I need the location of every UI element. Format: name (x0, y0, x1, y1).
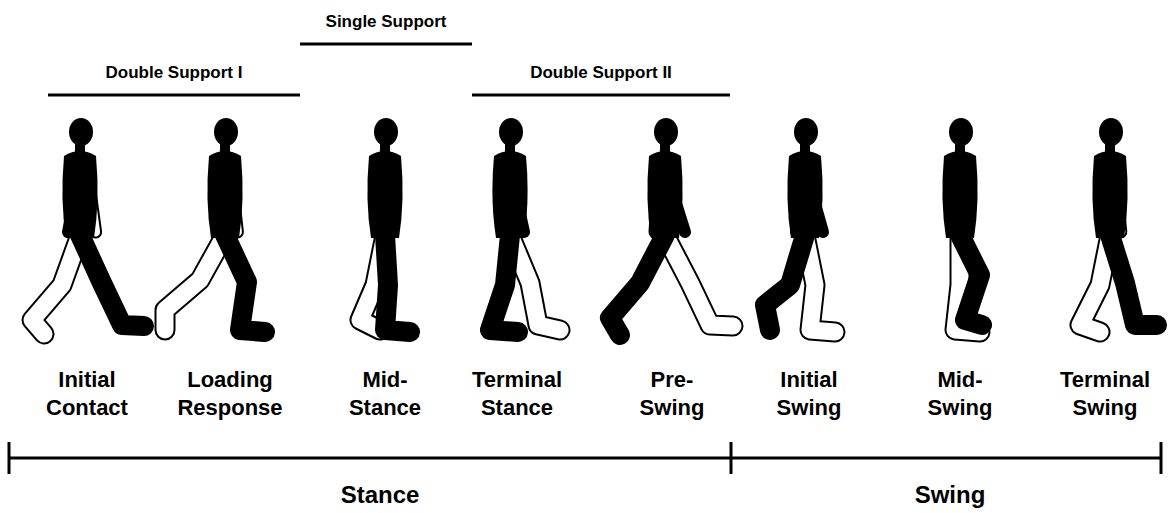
head (499, 118, 523, 146)
phase-label: Mid- Swing (928, 366, 993, 422)
torso (787, 151, 822, 238)
head (1099, 118, 1123, 146)
phase-label: Loading Response (177, 366, 282, 422)
near-leg (225, 235, 265, 332)
phase-label: Initial Swing (777, 366, 842, 422)
near-arm (960, 162, 966, 232)
phase-label: Initial Contact (46, 366, 128, 422)
near-arm (510, 162, 524, 232)
phase-label: Terminal Stance (472, 366, 562, 422)
phase-label: Pre- Swing (640, 366, 705, 422)
far-leg-outline (665, 235, 733, 326)
head (794, 118, 818, 146)
far-leg-outline (32, 235, 80, 334)
head (374, 118, 398, 146)
timeline (9, 442, 1161, 474)
period-label: Swing (915, 481, 986, 509)
torso (492, 151, 527, 238)
near-leg (490, 235, 518, 332)
far-leg (32, 235, 80, 334)
near-arm (217, 162, 225, 232)
near-leg (765, 235, 805, 330)
support-label: Double Support II (530, 63, 672, 83)
walking-figures (32, 118, 1157, 335)
head (214, 118, 238, 146)
support-label: Single Support (326, 12, 447, 32)
far-leg-outline (165, 235, 225, 330)
near-leg (385, 235, 410, 332)
near-arm (1104, 162, 1110, 232)
near-leg (960, 235, 982, 325)
torso (942, 151, 977, 238)
near-leg (1110, 235, 1157, 325)
near-leg (610, 235, 665, 335)
near-arm (68, 162, 80, 232)
near-leg (80, 235, 144, 326)
head (654, 118, 678, 146)
torso (1092, 151, 1127, 238)
far-leg (665, 235, 733, 326)
period-label: Stance (341, 481, 420, 509)
far-leg (165, 235, 225, 330)
head (69, 118, 93, 146)
phase-label: Mid- Stance (349, 366, 421, 422)
support-bars (48, 44, 730, 95)
torso (367, 151, 402, 238)
near-arm (805, 162, 823, 232)
head (949, 118, 973, 146)
phase-label: Terminal Swing (1060, 366, 1150, 422)
support-label: Double Support I (106, 63, 243, 83)
near-arm (385, 162, 389, 232)
torso (62, 151, 97, 238)
near-arm (665, 162, 685, 232)
torso (207, 151, 242, 238)
